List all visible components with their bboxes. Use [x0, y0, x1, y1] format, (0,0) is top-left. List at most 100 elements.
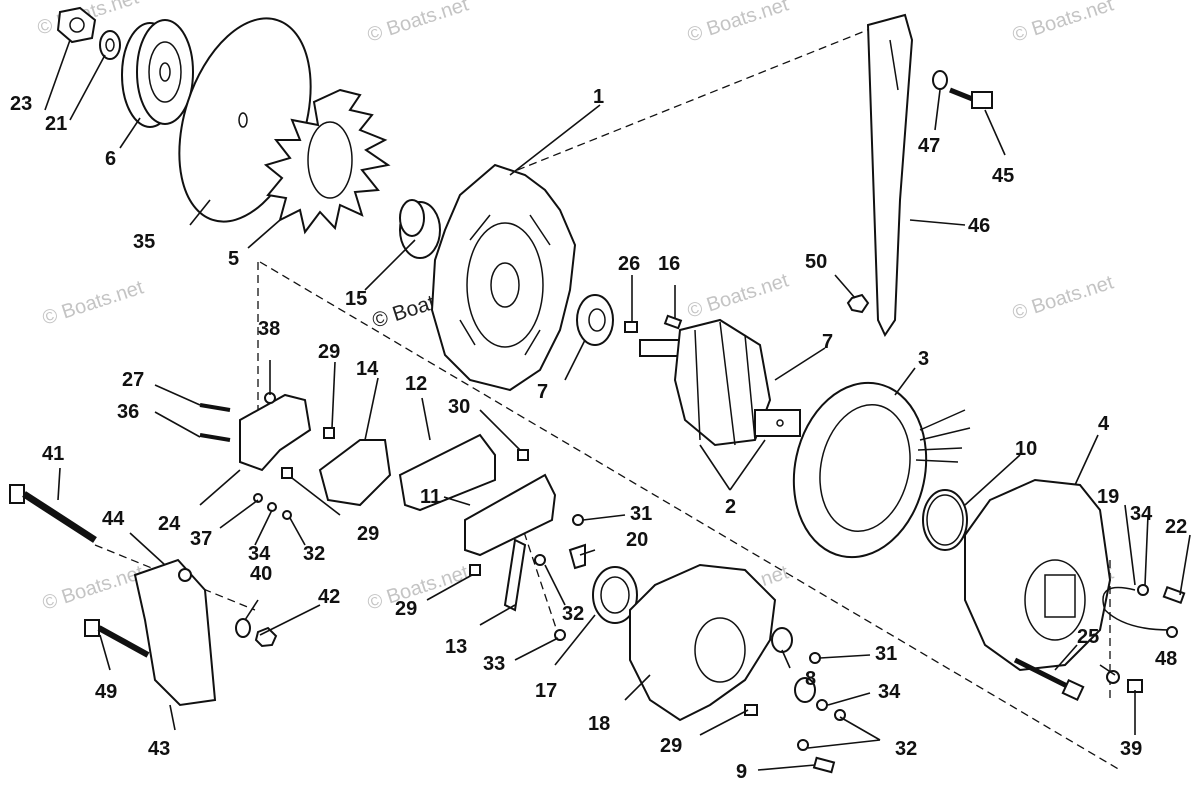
part-label-48: 48: [1155, 648, 1177, 670]
part-label-43: 43: [148, 738, 170, 760]
watermark: © Boats.net: [1010, 0, 1117, 47]
part-label-30: 30: [448, 396, 470, 418]
part-label-20: 20: [626, 529, 648, 551]
stator-part-3: [792, 381, 971, 559]
part-label-45: 45: [992, 165, 1014, 187]
brush-holder-part-24: [239, 393, 312, 472]
rotor-part-2: [639, 318, 801, 447]
part-label-19: 19: [1097, 486, 1119, 508]
watermark: © Boats.net: [365, 561, 472, 614]
nut-part-50: [846, 293, 870, 314]
part-label-41: 41: [42, 443, 64, 465]
part-label-26: 26: [618, 253, 640, 275]
leader-lines: [44, 39, 1191, 771]
part-label-14: 14: [356, 358, 379, 380]
part-label-16: 16: [658, 253, 680, 275]
screw-part-26: [624, 321, 638, 333]
diode-trio-part-11: [464, 473, 557, 557]
nut-part-44: [178, 568, 192, 582]
part-label-10: 10: [1015, 438, 1037, 460]
part-label-29a: 29: [318, 341, 340, 363]
bolt-part-25: [1013, 657, 1085, 702]
part-label-13: 13: [445, 636, 467, 658]
part-label-17: 17: [535, 680, 557, 702]
part-label-42: 42: [318, 586, 340, 608]
part-label-23: 23: [10, 93, 32, 115]
screw-part-29: [281, 427, 335, 479]
part-label-31b: 31: [875, 643, 897, 665]
part-label-29d: 29: [660, 735, 682, 757]
screw-part-36: [199, 433, 231, 442]
o-ring-part-10: [922, 489, 968, 551]
bearing-part-7: [576, 294, 614, 346]
part-label-38: 38: [258, 318, 280, 340]
part-label-40: 40: [250, 563, 272, 585]
part-label-47: 47: [918, 135, 940, 157]
part-label-29b: 29: [357, 523, 379, 545]
part-label-11: 11: [420, 486, 441, 508]
part-label-15: 15: [345, 288, 367, 310]
pulley-part-6: [121, 19, 194, 128]
washer-part-48: [1106, 670, 1120, 684]
part-label-32a: 32: [303, 543, 325, 565]
part-label-18: 18: [588, 713, 610, 735]
part-label-4: 4: [1098, 413, 1110, 435]
watermark: © Boats.net: [685, 269, 792, 322]
nut-part-42: [254, 626, 278, 648]
part-label-27: 27: [122, 369, 144, 391]
part-label-5: 5: [228, 248, 239, 270]
part-label-25: 25: [1077, 626, 1099, 648]
part-label-39: 39: [1120, 738, 1142, 760]
bolt-part-49: [84, 619, 150, 658]
rectifier-part-12: [398, 433, 496, 512]
pin-part-9: [812, 756, 836, 774]
part-label-6: 6: [105, 148, 116, 170]
washer-part-8: [771, 627, 816, 703]
part-label-46: 46: [968, 215, 990, 237]
part-label-34c: 34: [878, 681, 901, 703]
brace-part-46: [866, 13, 914, 338]
part-label-50: 50: [805, 251, 827, 273]
rear-cover-part-18: [629, 563, 777, 722]
part-label-8: 8: [805, 668, 816, 690]
part-label-49: 49: [95, 681, 117, 703]
part-label-22: 22: [1165, 516, 1187, 538]
part-labels: 1 2 3 4 5 6 7 7 8 9 10 11 12 13 14 15 16…: [10, 86, 1187, 783]
washer-part-40: [235, 618, 251, 638]
screw-part-22: [1162, 585, 1186, 605]
bracket-part-20: [568, 543, 586, 570]
watermark: © Boats.net: [365, 0, 472, 47]
wire-part-19: [1102, 586, 1178, 638]
watermark: © Boats.net: [685, 0, 792, 47]
screw-part-30: [517, 449, 529, 461]
part-label-24: 24: [158, 513, 181, 535]
part-label-3: 3: [918, 348, 929, 370]
part-label-32c: 32: [895, 738, 917, 760]
part-label-9: 9: [736, 761, 747, 783]
watermark: © Boats.net: [40, 561, 147, 614]
part-label-31a: 31: [630, 503, 652, 525]
part-label-7b: 7: [822, 331, 833, 353]
strap-part-13: [503, 538, 527, 612]
part-label-1: 1: [593, 86, 604, 108]
washer-part-47: [932, 70, 948, 90]
nut-part-23: [56, 6, 97, 44]
bolt-part-45: [949, 87, 993, 109]
part-label-21: 21: [45, 113, 67, 135]
key-part-16: [663, 314, 683, 330]
part-label-12: 12: [405, 373, 427, 395]
part-label-7a: 7: [537, 381, 548, 403]
washer-part-21: [99, 30, 121, 60]
screw-part-29-lower: [469, 564, 758, 716]
mount-bracket-part-43: [133, 558, 217, 707]
part-label-35: 35: [133, 231, 155, 253]
part-label-37: 37: [190, 528, 212, 550]
screw-part-27: [199, 403, 231, 412]
watermark: © Boats.net: [40, 276, 147, 329]
part-label-36: 36: [117, 401, 139, 423]
part-label-34a: 34: [248, 543, 271, 565]
gasket-part-17: [592, 566, 638, 624]
part-label-2: 2: [725, 496, 736, 518]
fan-part-5: [263, 88, 391, 235]
